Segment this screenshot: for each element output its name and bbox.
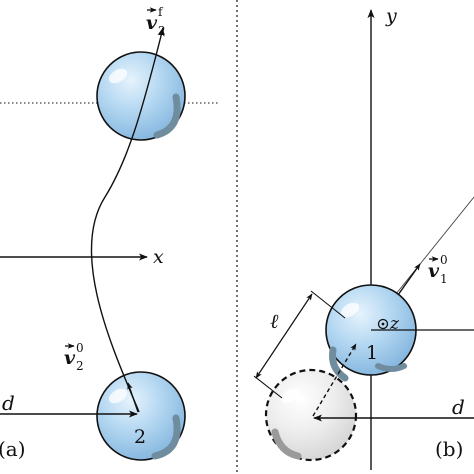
svg-text:v: v [146,12,158,34]
length-dimension [255,293,313,379]
length-label: ℓ [270,309,279,333]
panel-a: x d 2 v 0 2 v f [0,5,218,461]
ghost-ball [264,368,358,462]
ball-2 [96,371,186,461]
y-axis-label: y [385,5,397,27]
ball-1 [325,284,417,382]
ball-final [96,51,186,141]
length-ext-bottom [253,375,283,399]
x-axis-label: x [153,246,164,268]
ball-2-index: 2 [134,426,146,448]
length-ext-top [310,290,346,319]
distance-label: d [2,391,15,415]
trajectory-curve [90,27,165,413]
panel-a-label: (a) [0,437,26,461]
svg-text:1: 1 [440,272,448,286]
v-initial-arrow [127,382,139,413]
z-axis-out-icon [377,318,389,330]
ball-1-index: 1 [366,342,378,364]
v-final-label: v f 2 [146,5,166,38]
distance-label: d [452,395,465,419]
svg-text:0: 0 [440,253,448,267]
v-initial-label: v 0 2 [64,341,84,373]
svg-text:0: 0 [76,341,84,355]
v-initial-arrow [397,263,421,296]
v-initial-label: v 0 1 [428,253,448,286]
svg-text:v: v [428,260,440,282]
svg-text:f: f [158,5,164,19]
svg-text:2: 2 [158,24,166,38]
z-axis-label: z [389,314,400,334]
svg-text:2: 2 [76,359,84,373]
svg-text:v: v [64,347,76,369]
panel-b: y d ℓ v 0 1 [253,5,474,470]
panel-b-label: (b) [435,437,463,461]
